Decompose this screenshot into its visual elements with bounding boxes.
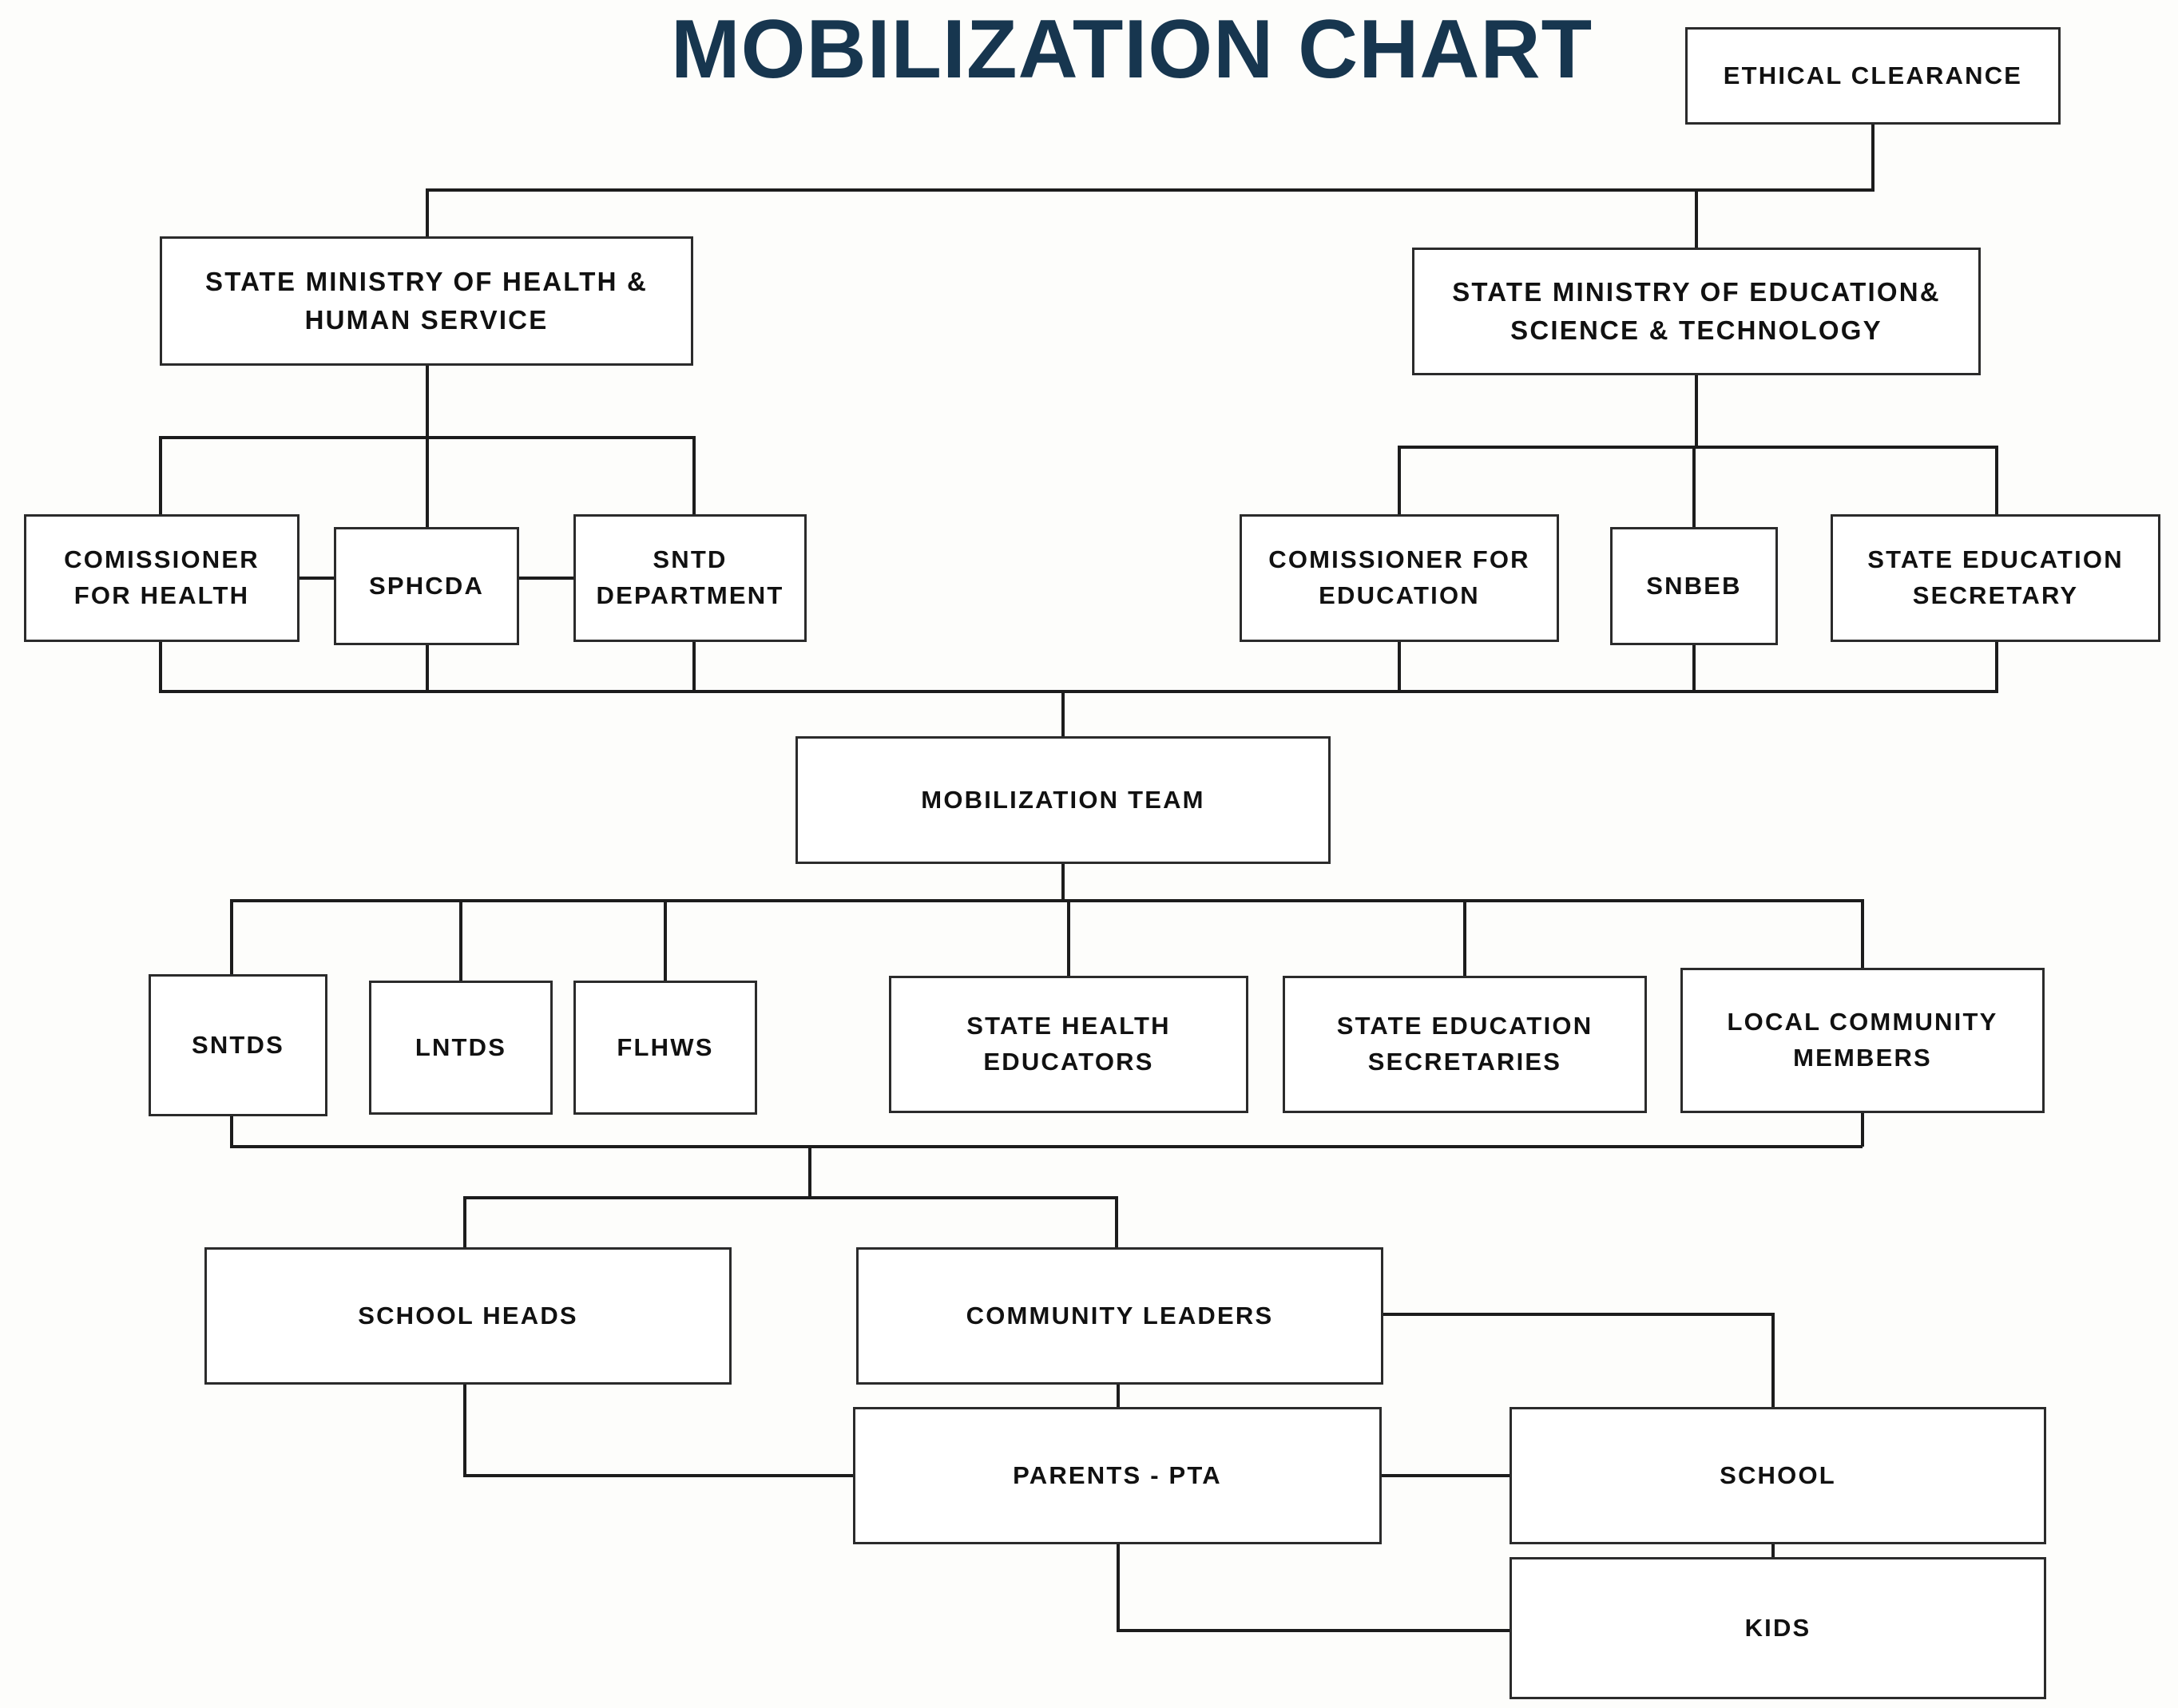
connector-state-education-secretary-down (1995, 640, 1998, 693)
connector-to-snbeb (1692, 446, 1696, 529)
connector-lower-bus-drop (808, 1145, 811, 1198)
node-state-health-educators[interactable]: STATE HEALTH EDUCATORS (889, 976, 1248, 1113)
connector-local-community-down (1861, 1112, 1864, 1147)
connector-community-leaders-right (1382, 1313, 1775, 1316)
connector-comissioner-health-down (159, 640, 162, 693)
connector-parents-down (1117, 1543, 1120, 1632)
node-comissioner-for-education[interactable]: COMISSIONER FOR EDUCATION (1240, 514, 1559, 642)
node-state-education-secretaries-label: STATE EDUCATION SECRETARIES (1336, 1012, 1593, 1076)
connector-bus-to-mobilization-team (1061, 690, 1065, 738)
connector-sphcda-to-sntd-department (518, 577, 575, 580)
node-sphcda-label: SPHCDA (368, 571, 485, 600)
connector-to-community-leaders (1115, 1196, 1118, 1249)
connector-community-leaders-to-parents (1117, 1383, 1120, 1409)
node-school[interactable]: SCHOOL (1510, 1407, 2046, 1544)
node-school-label: SCHOOL (1720, 1460, 1836, 1489)
node-ethical-clearance-label: ETHICAL CLEARANCE (1723, 61, 2023, 89)
node-state-health-educators-label: STATE HEALTH EDUCATORS (966, 1012, 1171, 1076)
node-school-heads[interactable]: SCHOOL HEADS (204, 1247, 732, 1385)
node-mobilization-team-label: MOBILIZATION TEAM (921, 785, 1205, 814)
connector-snbeb-down (1692, 644, 1696, 693)
node-sntds[interactable]: SNTDS (149, 974, 327, 1116)
connector-to-local-community-members (1861, 899, 1864, 969)
connector-to-flhws (664, 899, 667, 982)
connector-top-to-health-ministry (426, 188, 429, 238)
node-comissioner-for-education-label: COMISSIONER FOR EDUCATION (1268, 545, 1530, 609)
node-comissioner-for-health[interactable]: COMISSIONER FOR HEALTH (24, 514, 300, 642)
node-community-leaders-label: COMMUNITY LEADERS (966, 1301, 1274, 1330)
node-state-ministry-education-label: STATE MINISTRY OF EDUCATION& SCIENCE & T… (1452, 277, 1941, 345)
node-parents-pta[interactable]: PARENTS - PTA (853, 1407, 1382, 1544)
connector-school-community-bus (463, 1196, 1118, 1199)
connector-health-ministry-down (426, 364, 429, 438)
node-sntds-label: SNTDS (191, 1030, 285, 1059)
connector-comissioner-health-to-sphcda (298, 577, 335, 580)
node-parents-pta-label: PARENTS - PTA (1013, 1460, 1222, 1489)
node-state-education-secretary[interactable]: STATE EDUCATION SECRETARY (1831, 514, 2160, 642)
connector-sntds-down (230, 1115, 233, 1147)
connector-to-lntds (459, 899, 462, 982)
connector-to-school-heads (463, 1196, 466, 1249)
node-school-heads-label: SCHOOL HEADS (358, 1301, 578, 1330)
connector-to-sntds (230, 899, 233, 976)
node-sntd-department[interactable]: SNTD DEPARTMENT (573, 514, 807, 642)
connector-to-state-health-educators (1067, 899, 1070, 977)
node-community-leaders[interactable]: COMMUNITY LEADERS (856, 1247, 1383, 1385)
node-snbeb[interactable]: SNBEB (1610, 527, 1778, 645)
connector-parents-to-kids (1117, 1629, 1511, 1632)
connector-education-children-bus (1398, 446, 1998, 449)
page-title: MOBILIZATION CHART (671, 3, 1593, 96)
node-flhws-label: FLHWS (617, 1032, 714, 1061)
connector-education-ministry-down (1695, 374, 1698, 447)
connector-to-state-education-secretaries (1463, 899, 1466, 977)
connector-to-sphcda (426, 436, 429, 529)
node-state-education-secretaries[interactable]: STATE EDUCATION SECRETARIES (1283, 976, 1647, 1113)
node-kids-label: KIDS (1744, 1613, 1811, 1642)
connector-community-leaders-to-school (1771, 1313, 1775, 1409)
connector-top-bus (426, 188, 1875, 192)
connector-to-comissioner-education (1398, 446, 1401, 516)
node-flhws[interactable]: FLHWS (573, 981, 757, 1115)
node-state-ministry-health-label: STATE MINISTRY OF HEALTH & HUMAN SERVICE (204, 267, 649, 335)
node-mobilization-team[interactable]: MOBILIZATION TEAM (795, 736, 1331, 864)
connector-school-heads-down (463, 1383, 466, 1477)
connector-comissioner-education-down (1398, 640, 1401, 693)
node-lntds[interactable]: LNTDS (369, 981, 553, 1115)
connector-to-comissioner-health (159, 436, 162, 516)
node-snbeb-label: SNBEB (1646, 571, 1742, 600)
connector-school-to-kids (1771, 1543, 1775, 1559)
node-local-community-members[interactable]: LOCAL COMMUNITY MEMBERS (1680, 968, 2045, 1113)
node-kids[interactable]: KIDS (1510, 1557, 2046, 1699)
node-sphcda[interactable]: SPHCDA (334, 527, 519, 645)
connector-mobilization-input-bus (159, 690, 1998, 693)
connector-sphcda-down (426, 644, 429, 693)
connector-to-sntd-department (692, 436, 696, 516)
connector-top-to-education-ministry (1695, 188, 1698, 249)
connector-lower-bus (230, 1145, 1863, 1148)
connector-school-heads-to-parents (463, 1474, 856, 1477)
connector-to-state-education-secretary (1995, 446, 1998, 516)
node-lntds-label: LNTDS (415, 1032, 507, 1061)
node-local-community-members-label: LOCAL COMMUNITY MEMBERS (1727, 1008, 1998, 1072)
node-state-ministry-education[interactable]: STATE MINISTRY OF EDUCATION& SCIENCE & T… (1412, 248, 1981, 375)
node-sntd-department-label: SNTD DEPARTMENT (596, 545, 784, 609)
node-state-ministry-health[interactable]: STATE MINISTRY OF HEALTH & HUMAN SERVICE (160, 236, 693, 366)
node-ethical-clearance[interactable]: ETHICAL CLEARANCE (1685, 27, 2061, 125)
node-state-education-secretary-label: STATE EDUCATION SECRETARY (1867, 545, 2124, 609)
node-comissioner-for-health-label: COMISSIONER FOR HEALTH (64, 545, 260, 609)
connector-sntd-department-down (692, 640, 696, 693)
connector-ethical-down (1871, 125, 1875, 190)
connector-mobilization-team-down (1061, 862, 1065, 901)
connector-mobilization-children-bus (230, 899, 1861, 902)
connector-parents-to-school (1380, 1474, 1511, 1477)
